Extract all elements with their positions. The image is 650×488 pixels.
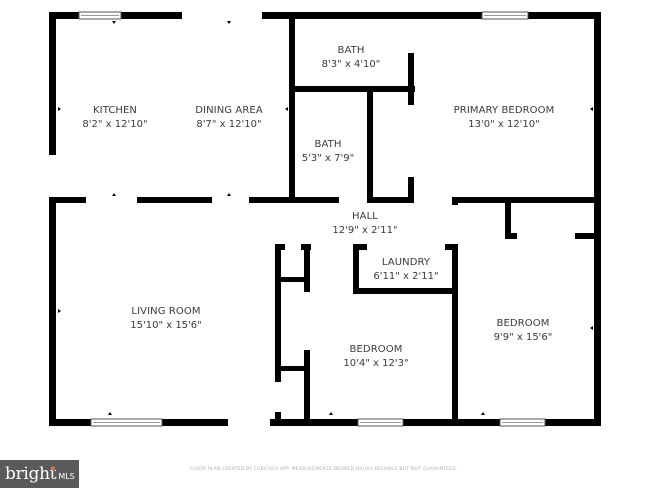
room-label-bath-lower: BATH 5'3" x 7'9" [302, 138, 354, 166]
interior-walls [49, 12, 601, 426]
room-label-bedroom-center: BEDROOM 10'4" x 12'3" [343, 343, 408, 371]
logo-brand-text: bright [5, 464, 57, 484]
exterior-walls [49, 12, 601, 426]
logo-suffix-text: MLS [58, 471, 75, 481]
room-label-laundry: LAUNDRY 6'11" x 2'11" [373, 256, 438, 284]
room-name: LAUNDRY [381, 257, 431, 268]
room-dimensions: 8'2" x 12'10" [82, 119, 148, 130]
room-name: LIVING ROOM [131, 306, 201, 317]
room-label-living-room: LIVING ROOM 15'10" x 15'6" [130, 305, 202, 333]
floorplan-disclaimer: FLOOR PLAN CREATED BY CUBICASA APP. MEAS… [190, 467, 458, 472]
room-label-kitchen: KITCHEN 8'2" x 12'10" [82, 104, 147, 132]
room-name: BEDROOM [496, 318, 550, 329]
room-label-dining-area: DINING AREA 8'7" x 12'10" [195, 104, 263, 132]
room-label-bath-upper: BATH 8'3" x 4'10" [322, 44, 381, 72]
room-label-hall: HALL 12'9" x 2'11" [332, 210, 397, 238]
room-dimensions: 10'4" x 12'3" [343, 358, 409, 369]
room-dimensions: 12'9" x 2'11" [332, 225, 398, 236]
room-name: PRIMARY BEDROOM [453, 105, 555, 116]
room-dimensions: 5'3" x 7'9" [301, 153, 355, 164]
room-dimensions: 8'3" x 4'10" [321, 59, 381, 70]
room-dimensions: 9'9" x 15'6" [493, 332, 553, 343]
room-name: BATH [337, 45, 365, 56]
room-name: DINING AREA [195, 105, 263, 116]
room-dimensions: 13'0" x 12'10" [468, 119, 540, 130]
room-dimensions: 15'10" x 15'6" [130, 320, 202, 331]
bright-mls-logo: bright MLS [0, 460, 79, 488]
room-name: BATH [314, 139, 342, 150]
room-dimensions: 8'7" x 12'10" [196, 119, 262, 130]
dimension-markers [58, 21, 593, 415]
room-name: HALL [352, 211, 378, 222]
room-label-primary-bedroom: PRIMARY BEDROOM 13'0" x 12'10" [454, 104, 555, 132]
room-label-bedroom-right: BEDROOM 9'9" x 15'6" [494, 317, 553, 345]
room-name: KITCHEN [92, 105, 138, 116]
room-name: BEDROOM [349, 344, 403, 355]
room-dimensions: 6'11" x 2'11" [373, 271, 439, 282]
windows [78, 11, 546, 427]
logo-flame-icon [52, 465, 56, 471]
